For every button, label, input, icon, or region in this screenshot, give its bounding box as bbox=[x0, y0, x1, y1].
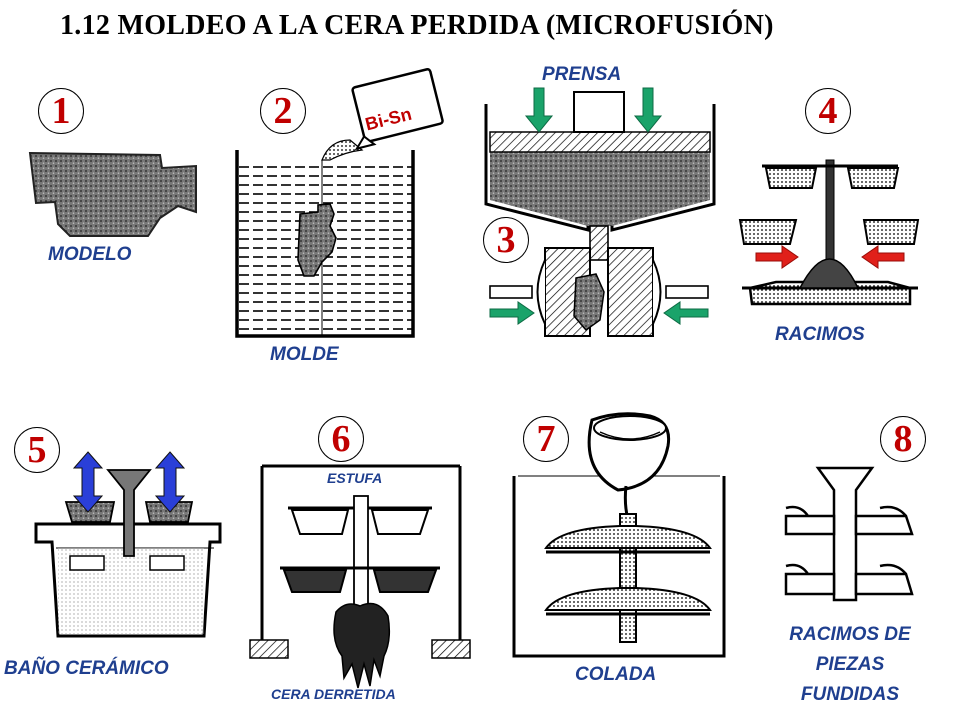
step-8-cast-parts-figure bbox=[784, 466, 914, 602]
label-cera-derretida: CERA DERRETIDA bbox=[271, 686, 396, 702]
step-number-1: 1 bbox=[38, 88, 84, 134]
label-line-3: FUNDIDAS bbox=[800, 684, 900, 705]
label-colada: COLADA bbox=[575, 664, 657, 685]
step-number-5: 5 bbox=[14, 427, 60, 473]
page-title: 1.12 MOLDEO A LA CERA PERDIDA (MICROFUSI… bbox=[60, 10, 774, 41]
step-2-mold-figure bbox=[235, 68, 444, 338]
step-3-press-figure bbox=[484, 87, 716, 337]
step-number-4: 4 bbox=[805, 88, 851, 134]
label-line-2: PIEZAS bbox=[815, 654, 885, 675]
step-1-model-figure bbox=[28, 151, 197, 237]
step-number-8: 8 bbox=[880, 416, 926, 462]
step-6-oven-figure bbox=[249, 464, 471, 689]
label-racimos-piezas-fundidas: RACIMOS DE PIEZAS FUNDIDAS bbox=[760, 620, 940, 710]
label-prensa: PRENSA bbox=[542, 64, 622, 85]
label-modelo: MODELO bbox=[48, 244, 132, 265]
label-racimos: RACIMOS bbox=[775, 324, 865, 345]
step-number-7: 7 bbox=[523, 416, 569, 462]
label-line-1: RACIMOS DE bbox=[789, 624, 911, 645]
step-7-casting-figure bbox=[512, 412, 726, 658]
step-number-2: 2 bbox=[260, 88, 306, 134]
label-bano-ceramico: BAÑO CERÁMICO bbox=[4, 658, 169, 679]
label-estufa: ESTUFA bbox=[327, 470, 383, 486]
step-4-clusters-figure bbox=[738, 159, 920, 306]
step-5-ceramic-bath-figure bbox=[34, 451, 222, 638]
label-molde: MOLDE bbox=[270, 344, 339, 365]
step-number-3: 3 bbox=[483, 217, 529, 263]
step-number-6: 6 bbox=[318, 416, 364, 462]
